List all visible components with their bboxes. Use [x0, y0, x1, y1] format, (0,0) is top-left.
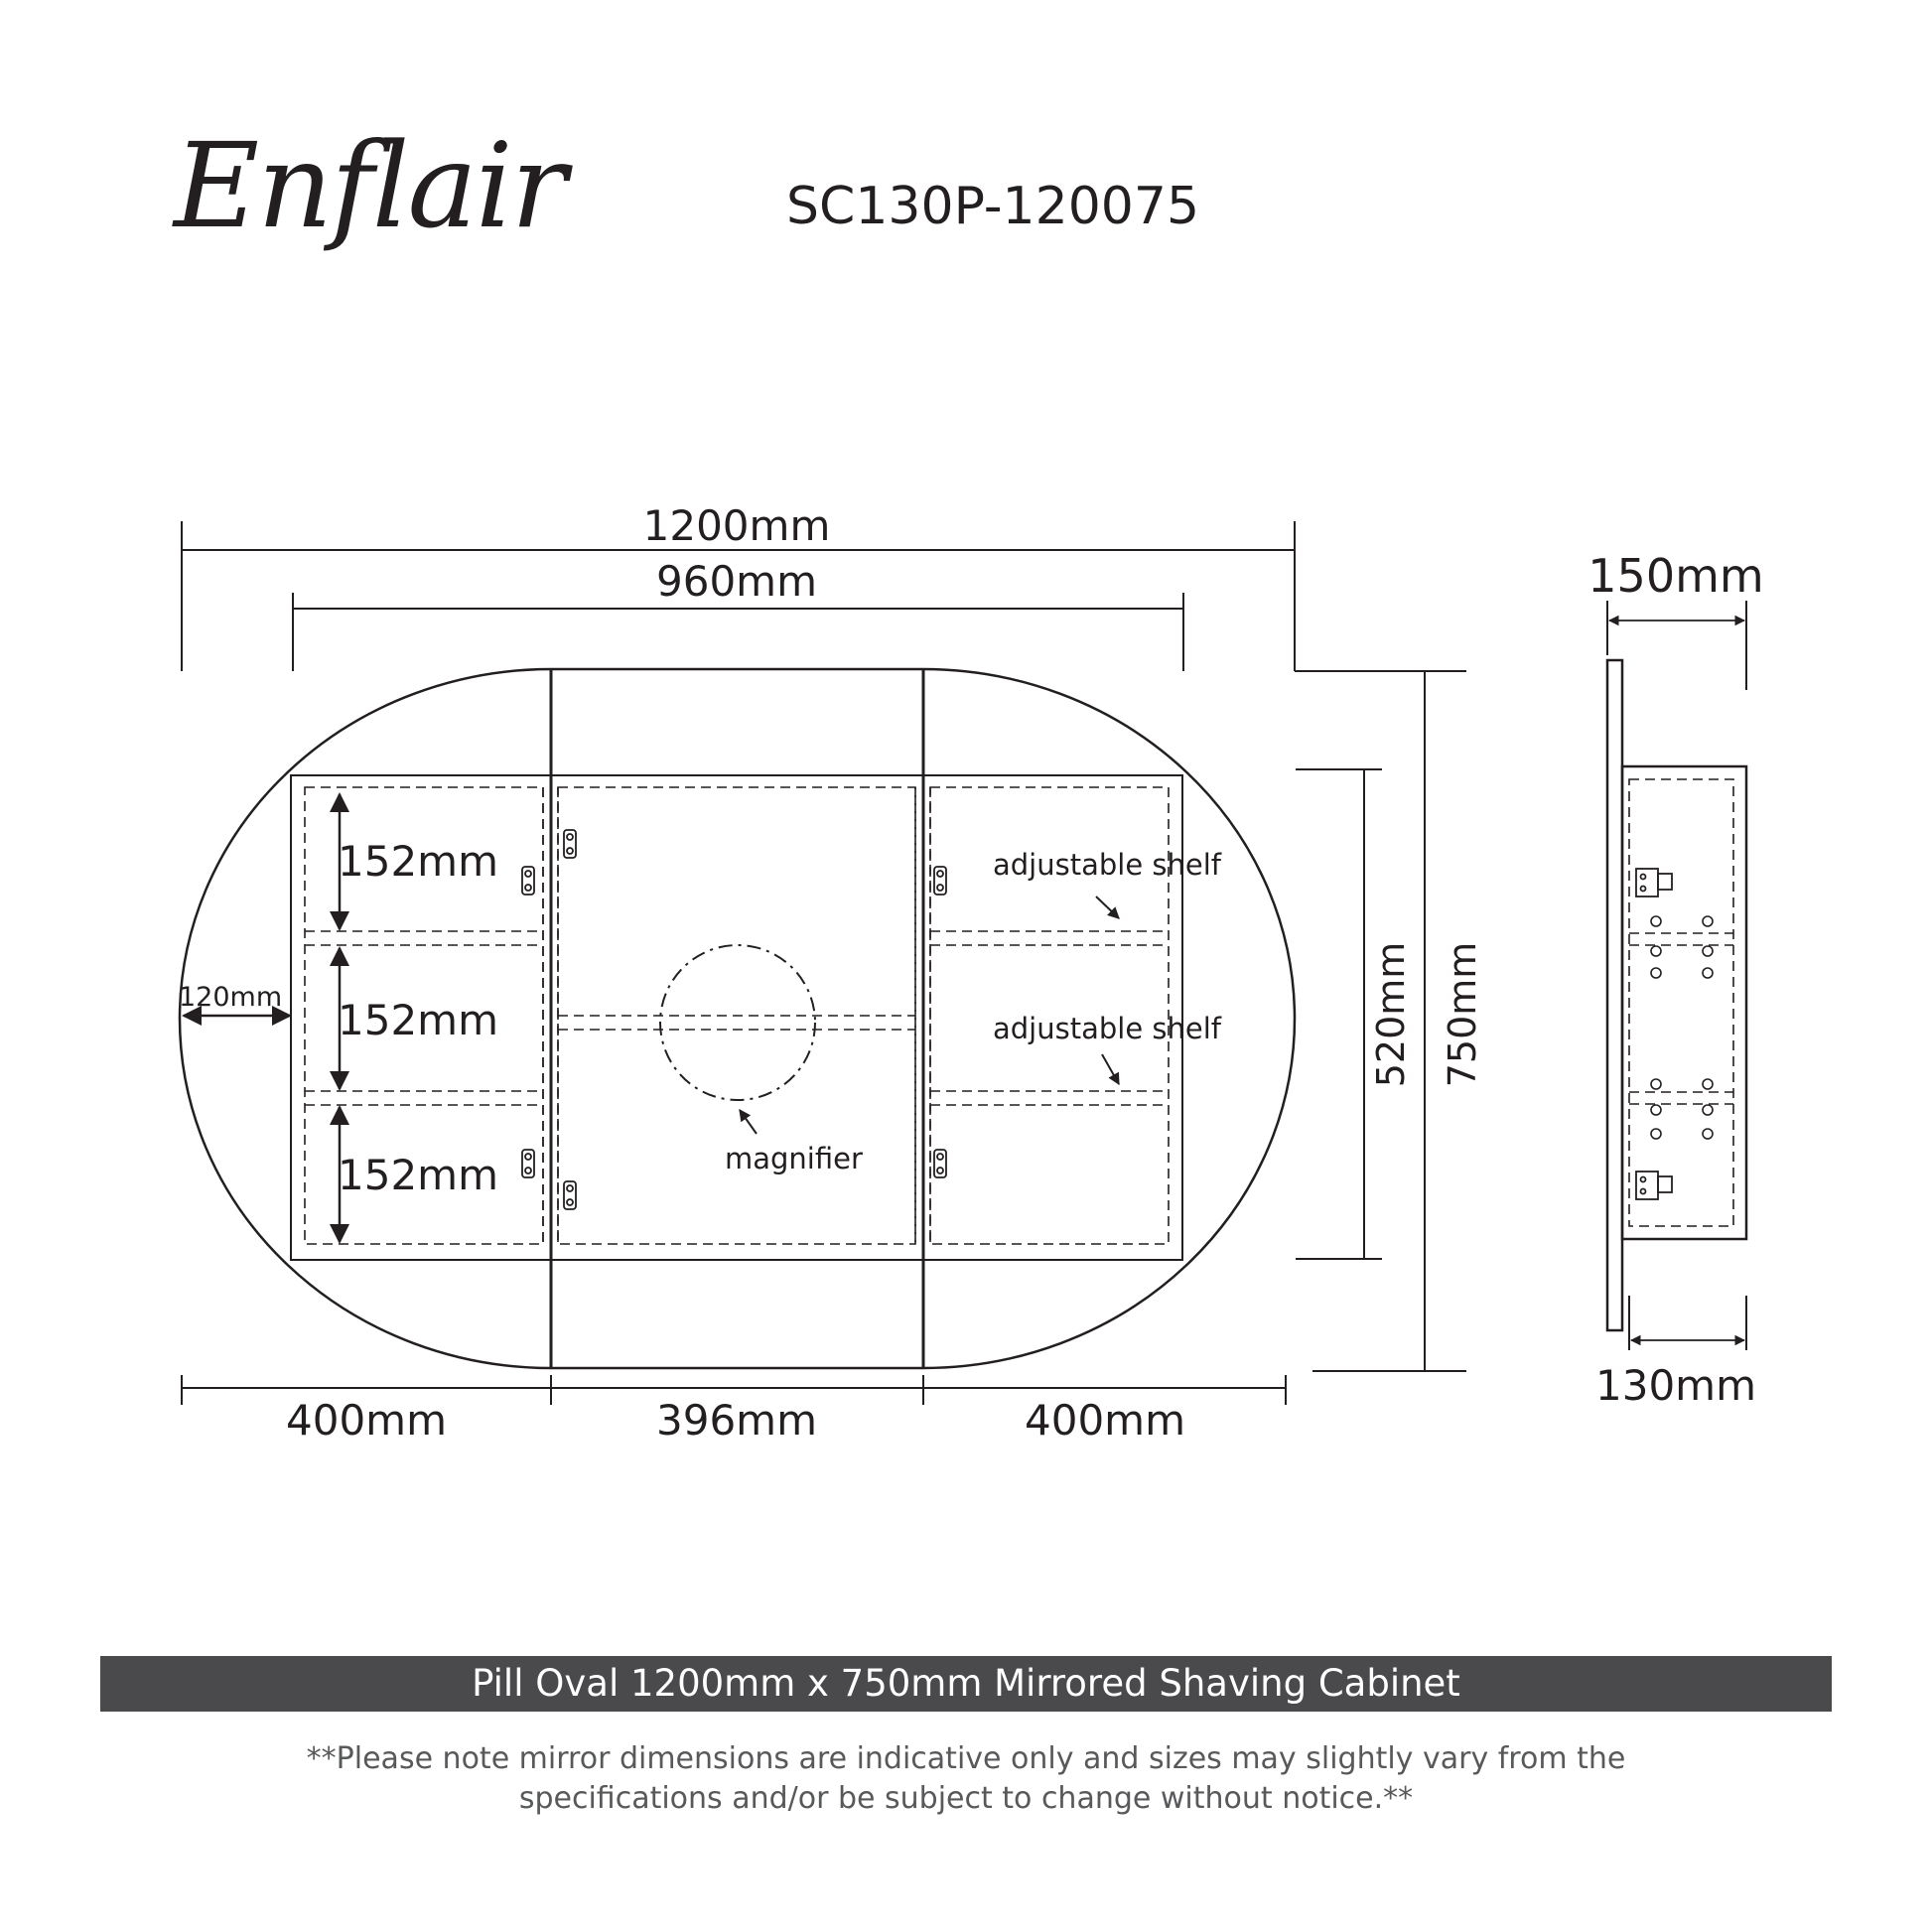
door-width-label-left: 400mm [286, 1396, 447, 1445]
shelf-spacing-label-1: 152mm [338, 837, 498, 886]
inner-width-dimension [292, 593, 1184, 671]
total-depth-label: 150mm [1587, 549, 1763, 603]
inner-width-label: 960mm [656, 557, 817, 606]
model-code: SC130P-120075 [786, 177, 1200, 236]
disclaimer-line-1: **Please note mirror dimensions are indi… [306, 1741, 1626, 1776]
door-width-label-right: 400mm [1025, 1396, 1185, 1445]
magnifier-pointer-arrow [739, 1109, 758, 1135]
total-depth-dimension [1606, 601, 1747, 690]
door-width-dimension [181, 1375, 1287, 1405]
shelf-spacing-label-2: 152mm [338, 996, 498, 1044]
side-hinge-icon [1635, 868, 1673, 1200]
overall-height-dimension [1295, 670, 1466, 1372]
inner-height-label: 520mm [1369, 942, 1413, 1088]
door-width-label-center: 396mm [656, 1396, 817, 1445]
side-view-drawing [1605, 658, 1748, 1332]
shelf-pointer-arrow [1095, 896, 1120, 919]
disclaimer-line-2: specifications and/or be subject to chan… [518, 1781, 1414, 1816]
overall-width-label: 1200mm [643, 501, 831, 550]
adjustable-shelf-label-1: adjustable shelf [993, 848, 1222, 882]
product-title-bar: Pill Oval 1200mm x 750mm Mirrored Shavin… [100, 1656, 1832, 1712]
shelf-spacing-label-3: 152mm [338, 1151, 498, 1199]
brand-logo: Enflair [174, 117, 567, 254]
magnifier-label: magnifier [725, 1142, 863, 1175]
left-margin-label: 120mm [179, 982, 282, 1013]
overall-width-dimension [181, 521, 1296, 671]
adjustable-shelf-label-2: adjustable shelf [993, 1012, 1222, 1045]
body-depth-label: 130mm [1595, 1361, 1756, 1410]
body-depth-dimension [1628, 1296, 1747, 1350]
magnifier-circle [659, 944, 816, 1101]
inner-height-dimension [1296, 768, 1382, 1260]
hinge-icon [521, 829, 947, 1210]
disclaimer-note: **Please note mirror dimensions are indi… [298, 1739, 1634, 1819]
overall-height-label: 750mm [1441, 942, 1484, 1088]
shelf-pointer-arrow [1101, 1053, 1120, 1086]
